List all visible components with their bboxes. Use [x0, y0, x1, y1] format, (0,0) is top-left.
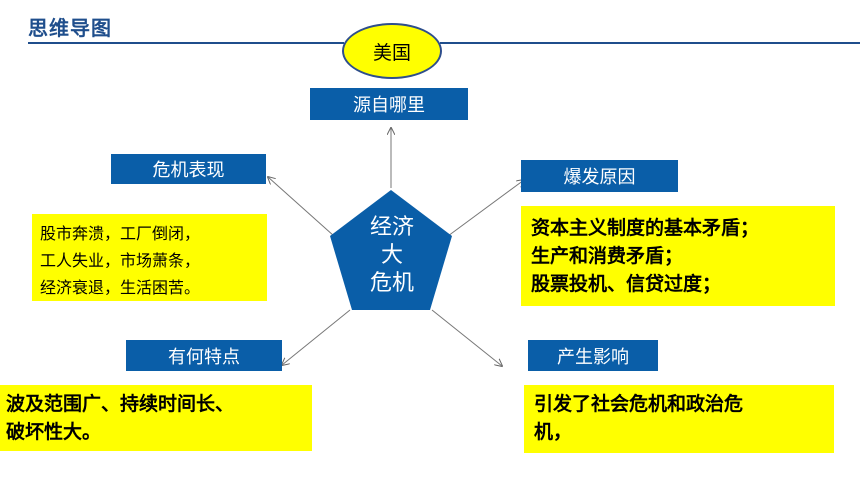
manifestation-line: 工人失业，市场萧条， — [40, 251, 201, 270]
causes-line: 股票投机、信贷过度； — [531, 273, 722, 295]
center-topic-line: 危机 — [369, 271, 414, 296]
manifestation-line: 经济衰退，生活困苦。 — [40, 278, 201, 297]
country-oval: 美国 — [342, 23, 442, 79]
features-line: 波及范围广、持续时间长、 — [6, 393, 235, 415]
causes-line: 资本主义制度的基本矛盾； — [531, 217, 760, 239]
connector-manifestation — [268, 177, 335, 237]
title-rule — [28, 42, 344, 44]
impact-line: 引发了社会危机和政治危 — [534, 393, 744, 415]
impact-line: 机， — [534, 421, 573, 443]
connector-causes — [447, 180, 524, 237]
page-title: 思维导图 — [28, 16, 112, 40]
center-topic-line: 大 — [380, 243, 403, 268]
title-rule-right — [440, 42, 860, 44]
features-line: 破坏性大。 — [6, 421, 102, 443]
connector-impact — [431, 309, 502, 366]
causes-line: 生产和消费矛盾； — [531, 245, 684, 267]
manifestation-line: 股市奔溃，工厂倒闭， — [40, 224, 201, 243]
center-pentagon — [330, 190, 452, 310]
impact-box: 引发了社会危机和政治危 机， — [524, 385, 834, 453]
center-topic-line: 经济 — [369, 215, 414, 240]
label-causes: 爆发原因 — [521, 160, 678, 192]
label-features: 有何特点 — [126, 340, 282, 371]
features-box: 波及范围广、持续时间长、 破坏性大。 — [0, 385, 312, 451]
connector-features — [282, 309, 351, 365]
manifestation-box: 股市奔溃，工厂倒闭， 工人失业，市场萧条， 经济衰退，生活困苦。 — [32, 214, 267, 301]
label-origin: 源自哪里 — [310, 88, 468, 120]
center-topic: 经济 大 危机 — [330, 214, 454, 298]
label-impact: 产生影响 — [528, 340, 658, 371]
causes-box: 资本主义制度的基本矛盾； 生产和消费矛盾； 股票投机、信贷过度； — [521, 206, 835, 306]
label-manifestation: 危机表现 — [111, 154, 266, 184]
